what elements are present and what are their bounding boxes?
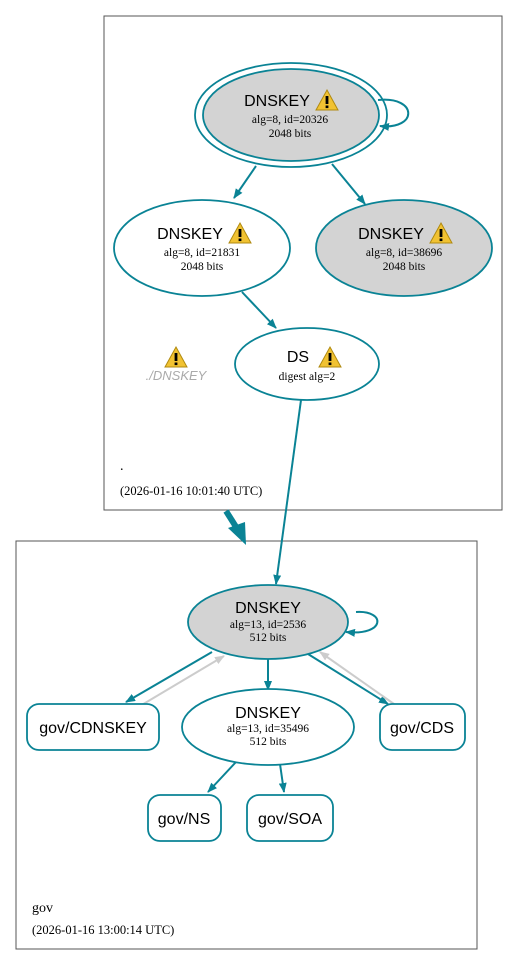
edge-gov-zsk-to-ns bbox=[207, 761, 237, 793]
edge-ds-to-gov-ksk bbox=[273, 399, 302, 585]
warning-icon bbox=[164, 346, 188, 368]
edge-cds-to-gov-ksk bbox=[319, 651, 395, 705]
edge-ksk-to-ksk2 bbox=[331, 163, 366, 205]
gov-ns-node[interactable]: gov/NS bbox=[147, 794, 222, 842]
gov-ksk-line1: alg=13, id=2536 bbox=[230, 619, 306, 631]
root-zone-name: . bbox=[120, 459, 124, 474]
gov-zsk-title: DNSKEY bbox=[235, 705, 301, 722]
gov-zone-box bbox=[15, 540, 478, 950]
root-ksk-line1: alg=8, id=20326 bbox=[252, 114, 328, 126]
missing-dnskey-label: ./DNSKEY bbox=[146, 368, 208, 383]
gov-zone-timestamp: (2026-01-16 13:00:14 UTC) bbox=[32, 923, 174, 937]
gov-cds-node[interactable]: gov/CDS bbox=[379, 703, 466, 751]
root-zone-box bbox=[103, 15, 503, 511]
root-ksk2-title: DNSKEY bbox=[358, 226, 424, 243]
gov-cdnskey-node[interactable]: gov/CDNSKEY bbox=[26, 703, 160, 751]
gov-ns-label: gov/NS bbox=[158, 811, 210, 828]
edge-ksk-self bbox=[377, 98, 410, 131]
root-ksk2-node[interactable]: DNSKEY alg=8, id=38696 2048 bits bbox=[315, 199, 493, 297]
root-ksk-node[interactable]: DNSKEY alg=8, id=20326 2048 bits bbox=[194, 62, 388, 168]
gov-ksk-title: DNSKEY bbox=[235, 600, 301, 617]
edge-gov-ksk-to-cds bbox=[307, 653, 389, 705]
root-ksk-title: DNSKEY bbox=[244, 93, 310, 110]
edge-gov-ksk-self bbox=[345, 610, 379, 637]
root-ds-line1: digest alg=2 bbox=[279, 371, 336, 383]
root-ksk2-line1: alg=8, id=38696 bbox=[366, 247, 442, 259]
root-ds-title: DS bbox=[287, 349, 309, 366]
root-zsk-title: DNSKEY bbox=[157, 226, 223, 243]
root-ksk-line2: 2048 bits bbox=[269, 128, 312, 140]
gov-soa-label: gov/SOA bbox=[258, 811, 322, 828]
gov-zsk-line2: 512 bits bbox=[250, 736, 287, 748]
edge-gov-ksk-to-cdnskey bbox=[125, 651, 213, 703]
delegation-arrow-head bbox=[228, 522, 246, 545]
gov-zsk-line1: alg=13, id=35496 bbox=[227, 723, 309, 735]
edge-gov-zsk-to-soa bbox=[278, 763, 287, 793]
edge-ksk-to-zsk bbox=[233, 165, 257, 199]
edge-zsk-to-ds bbox=[241, 291, 277, 329]
root-ksk2-line2: 2048 bits bbox=[383, 261, 426, 273]
root-zsk-line1: alg=8, id=21831 bbox=[164, 247, 240, 259]
root-zsk-line2: 2048 bits bbox=[181, 261, 224, 273]
gov-zone-name: gov bbox=[32, 901, 53, 916]
root-zsk-node[interactable]: DNSKEY alg=8, id=21831 2048 bits bbox=[113, 199, 291, 297]
gov-ksk-line2: 512 bits bbox=[250, 632, 287, 644]
root-missing-dnskey[interactable]: ./DNSKEY bbox=[146, 346, 208, 383]
root-ds-node[interactable]: DS digest alg=2 bbox=[234, 327, 380, 401]
root-zone-timestamp: (2026-01-16 10:01:40 UTC) bbox=[120, 484, 262, 498]
gov-zsk-node[interactable]: DNSKEY alg=13, id=35496 512 bits bbox=[181, 688, 355, 766]
gov-cdnskey-label: gov/CDNSKEY bbox=[39, 720, 147, 737]
gov-ksk-node[interactable]: DNSKEY alg=13, id=2536 512 bits bbox=[187, 584, 349, 660]
gov-cds-label: gov/CDS bbox=[390, 720, 454, 737]
gov-soa-node[interactable]: gov/SOA bbox=[246, 794, 334, 842]
edge-cdnskey-to-gov-ksk bbox=[139, 655, 225, 707]
